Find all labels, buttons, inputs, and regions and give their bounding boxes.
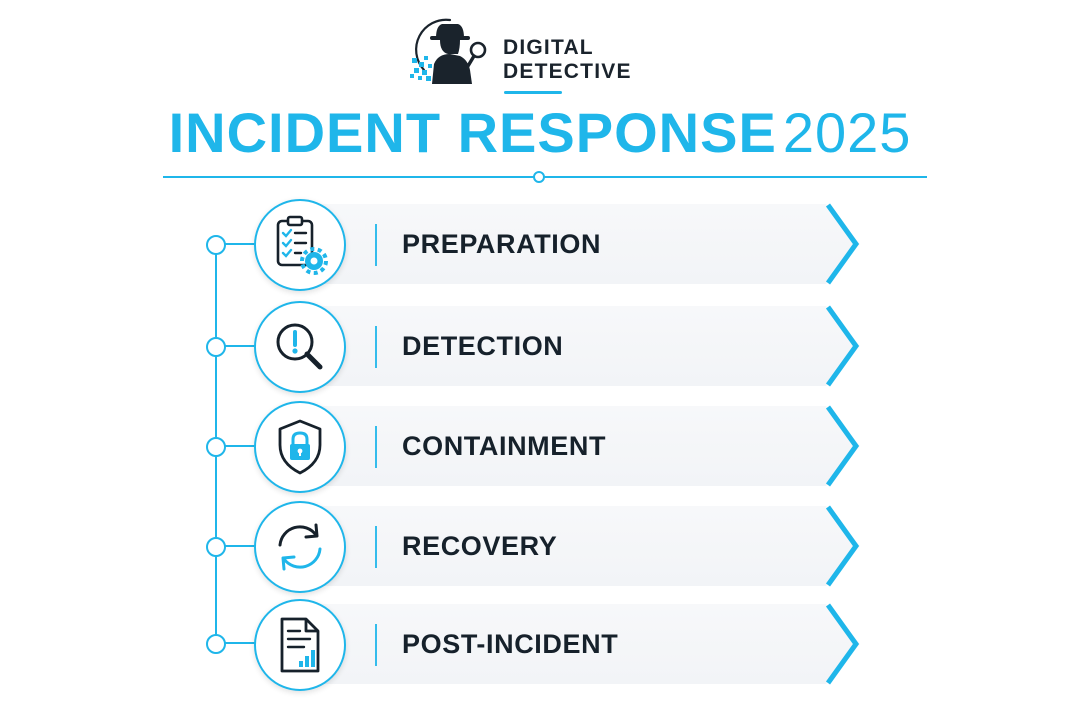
step-icon-badge (254, 301, 346, 393)
title-year: 2025 (782, 101, 912, 164)
chevron-right-icon (825, 405, 860, 487)
step-bar (300, 506, 860, 586)
step-bar (300, 204, 860, 284)
detective-icon (410, 18, 487, 84)
timeline-connector (224, 345, 264, 347)
step-post-incident: POST-INCIDENT (300, 604, 860, 684)
magnifier-alert-icon (276, 323, 323, 370)
step-separator (375, 624, 377, 666)
step-icon-badge (254, 401, 346, 493)
shield-lock-icon (278, 419, 322, 475)
step-detection: DETECTION (300, 306, 860, 386)
chevron-right-icon (825, 203, 860, 285)
step-icon-badge (254, 501, 346, 593)
report-chart-icon (280, 617, 320, 673)
timeline-connector (224, 445, 264, 447)
title-divider-dot (533, 171, 545, 183)
brand-name: DIGITAL DETECTIVE (503, 36, 632, 84)
step-bar (300, 604, 860, 684)
step-icon-badge (254, 199, 346, 291)
step-separator (375, 426, 377, 468)
title-main: INCIDENT RESPONSE (168, 101, 777, 164)
brand-logo: DIGITAL DETECTIVE (410, 12, 670, 94)
chevron-right-icon (825, 603, 860, 685)
step-containment: CONTAINMENT (300, 406, 860, 486)
checklist-gear-icon (276, 215, 328, 275)
step-icon-badge (254, 599, 346, 691)
step-label: DETECTION (402, 331, 564, 361)
step-label: RECOVERY (402, 531, 558, 561)
timeline-node (206, 537, 226, 557)
timeline-node (206, 337, 226, 357)
step-label: PREPARATION (402, 229, 602, 259)
step-separator (375, 526, 377, 568)
brand-line-1: DIGITAL (503, 36, 594, 59)
brand-line-2: DETECTIVE (503, 60, 632, 83)
brand-underline (504, 91, 562, 94)
step-separator (375, 224, 377, 266)
step-bar (300, 306, 860, 386)
step-recovery: RECOVERY (300, 506, 860, 586)
timeline-connector (224, 243, 264, 245)
title-divider (163, 176, 927, 178)
timeline-node (206, 634, 226, 654)
refresh-arrows-icon (278, 523, 322, 571)
step-label: POST-INCIDENT (402, 629, 619, 659)
chevron-right-icon (825, 305, 860, 387)
chevron-right-icon (825, 505, 860, 587)
timeline-connector (224, 545, 264, 547)
timeline-node (206, 437, 226, 457)
timeline-node (206, 235, 226, 255)
step-preparation: PREPARATION (300, 204, 860, 284)
step-bar (300, 406, 860, 486)
step-label: CONTAINMENT (402, 431, 607, 461)
step-separator (375, 326, 377, 368)
timeline-connector (224, 642, 264, 644)
